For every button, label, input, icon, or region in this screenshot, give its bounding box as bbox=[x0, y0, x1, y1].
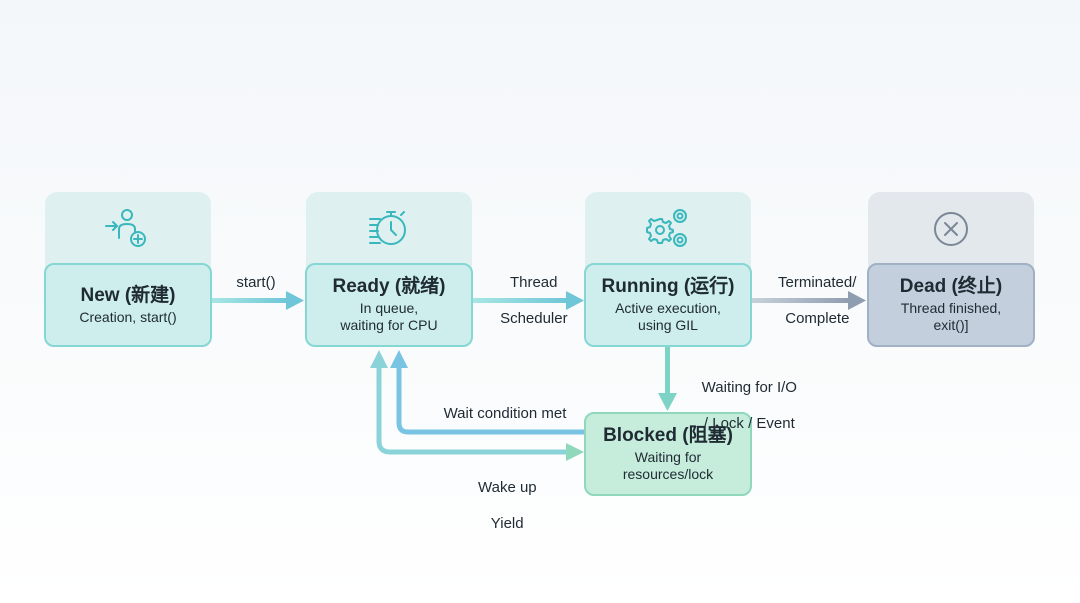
state-ready-desc: In queue, waiting for CPU bbox=[340, 300, 437, 334]
arrow-blocked-to-ready bbox=[390, 350, 584, 435]
label-thread-scheduler-line1: Thread bbox=[509, 274, 558, 291]
label-start: start() bbox=[236, 274, 276, 291]
gears-icon bbox=[644, 206, 692, 257]
label-wake-up-line1: Wake up bbox=[478, 479, 537, 496]
label-waiting-io: Waiting for I/O / Lock / Event bbox=[683, 361, 799, 451]
state-ready-title: Ready (就绪) bbox=[332, 276, 446, 297]
close-circle-icon bbox=[932, 210, 970, 253]
label-wake-up-yield: Wake up Yield bbox=[458, 461, 540, 551]
state-dead: Dead (终止) Thread finished, exit()] bbox=[867, 263, 1035, 347]
state-running-desc: Active execution, using GIL bbox=[615, 300, 721, 334]
label-wake-up-line2: Yield bbox=[490, 515, 524, 532]
state-blocked: Blocked (阻塞) Waiting for resources/lock bbox=[584, 412, 752, 496]
state-running-desc-line2: using GIL bbox=[638, 317, 698, 333]
state-new: New (新建) Creation, start() bbox=[44, 263, 212, 347]
state-ready: Ready (就绪) In queue, waiting for CPU bbox=[305, 263, 473, 347]
state-blocked-desc-line1: Waiting for bbox=[634, 449, 702, 465]
state-running: Running (运行) Active execution, using GIL bbox=[584, 263, 752, 347]
arrow-new-to-ready bbox=[212, 291, 304, 310]
state-ready-desc-line1: In queue, bbox=[359, 300, 419, 316]
label-waiting-io-line2: / Lock / Event bbox=[703, 415, 795, 432]
label-terminated-line2: Complete bbox=[785, 310, 850, 327]
state-blocked-title: Blocked (阻塞) bbox=[603, 425, 733, 446]
user-add-icon bbox=[104, 205, 150, 256]
timer-queue-icon bbox=[366, 207, 412, 254]
state-ready-desc-line2: waiting for CPU bbox=[340, 317, 438, 333]
label-thread-scheduler-line2: Scheduler bbox=[500, 310, 568, 327]
state-dead-desc-line1: Thread finished, bbox=[900, 300, 1002, 316]
state-new-title: New (新建) bbox=[80, 284, 176, 306]
state-dead-desc: Thread finished, exit()] bbox=[901, 300, 1001, 334]
arrow-ready-to-running bbox=[473, 291, 584, 310]
state-running-desc-line1: Active execution, bbox=[615, 300, 721, 316]
label-terminated-line1: Terminated/ bbox=[778, 274, 857, 291]
state-blocked-desc-line2: resources/lock bbox=[622, 466, 714, 482]
arrow-ready-to-blocked bbox=[370, 350, 584, 461]
arrow-running-to-dead bbox=[752, 291, 866, 310]
state-new-desc: Creation, start() bbox=[79, 308, 177, 325]
state-running-title: Running (运行) bbox=[601, 276, 735, 297]
state-dead-title: Dead (终止) bbox=[899, 276, 1003, 297]
label-terminated: Terminated/ Complete bbox=[759, 256, 859, 346]
state-dead-desc-line2: exit()] bbox=[933, 317, 969, 333]
label-waiting-io-line1: Waiting for I/O bbox=[701, 379, 797, 396]
arrow-running-to-blocked bbox=[658, 347, 677, 411]
state-blocked-desc: Waiting for resources/lock bbox=[623, 449, 713, 483]
label-wait-condition-met: Wait condition met bbox=[443, 405, 567, 422]
label-thread-scheduler: Thread Scheduler bbox=[478, 256, 573, 346]
